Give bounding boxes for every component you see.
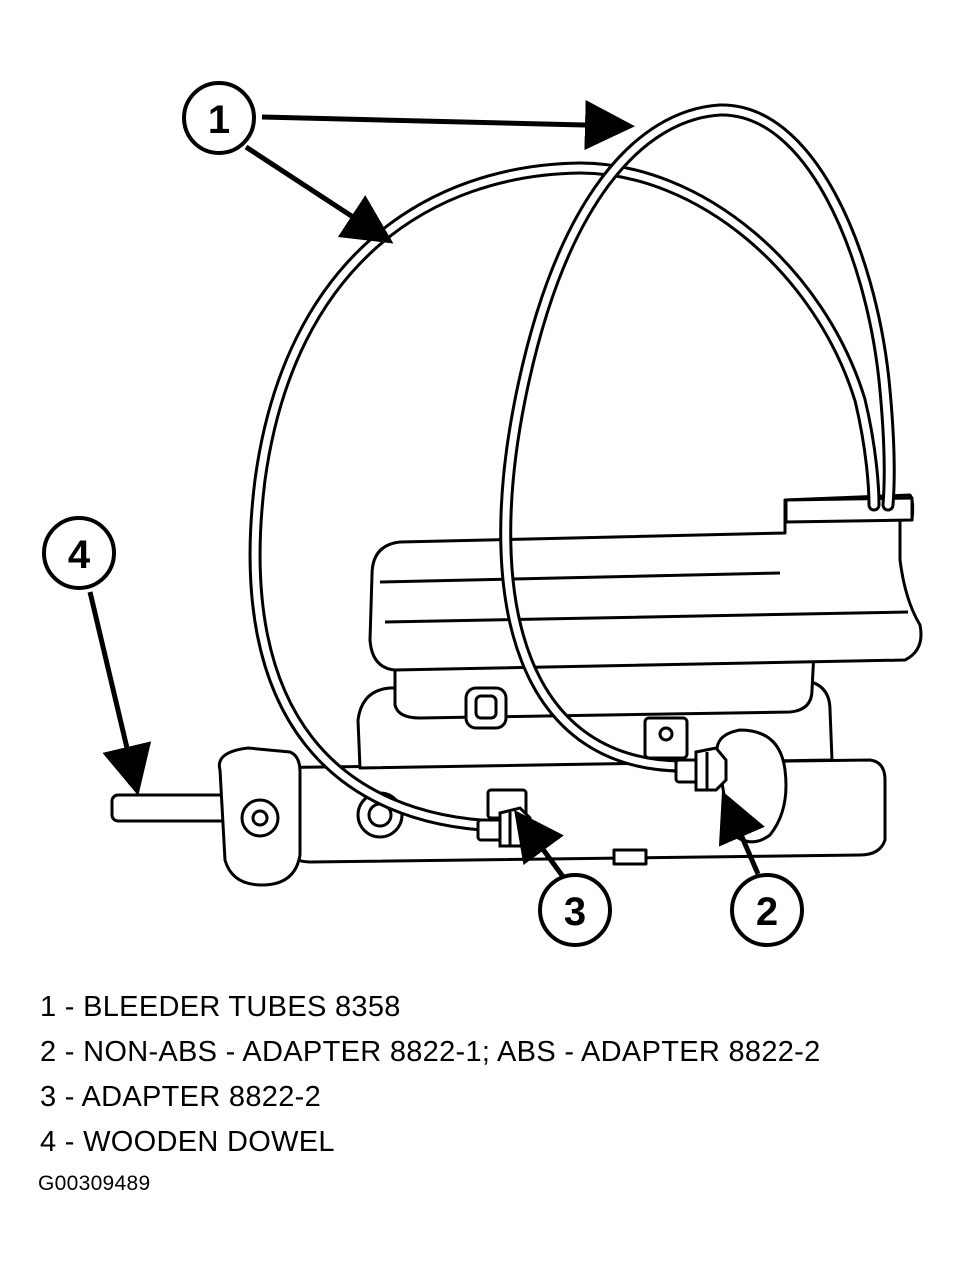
- callout-4-number: 4: [68, 533, 91, 577]
- arrow-1-to-right-tube: [261, 100, 635, 151]
- arrow-1-to-left-tube: [244, 144, 394, 244]
- callout-4: 4: [42, 516, 116, 590]
- callout-1-number: 1: [208, 98, 230, 142]
- arrow-2-to-adapter: [718, 790, 765, 875]
- legend-item-3: 3 - ADAPTER 8822-2: [40, 1081, 322, 1113]
- legend-item-4: 4 - WOODEN DOWEL: [40, 1126, 335, 1158]
- legend-item-1: 1 - BLEEDER TUBES 8358: [40, 991, 401, 1023]
- callout-2: 2: [730, 873, 804, 947]
- legend: 1 - BLEEDER TUBES 8358 2 - NON-ABS - ADA…: [40, 985, 970, 1165]
- callout-2-number: 2: [756, 890, 778, 934]
- master-cylinder-diagram: 1 2 3 4: [42, 81, 923, 947]
- callout-3-number: 3: [564, 890, 586, 934]
- arrow-3-to-adapter: [514, 809, 567, 880]
- fluid-reservoir: [368, 493, 923, 672]
- leader-arrows: [87, 100, 765, 880]
- bleeder-tubes: [248, 103, 896, 833]
- callout-1: 1: [182, 81, 256, 155]
- arrow-4-to-dowel: [87, 591, 152, 796]
- figure-id: G00309489: [38, 1172, 151, 1195]
- callout-3: 3: [538, 873, 612, 947]
- legend-item-2: 2 - NON-ABS - ADAPTER 8822-1; ABS - ADAP…: [40, 1036, 821, 1068]
- adapter-8822-1-right: [674, 746, 728, 792]
